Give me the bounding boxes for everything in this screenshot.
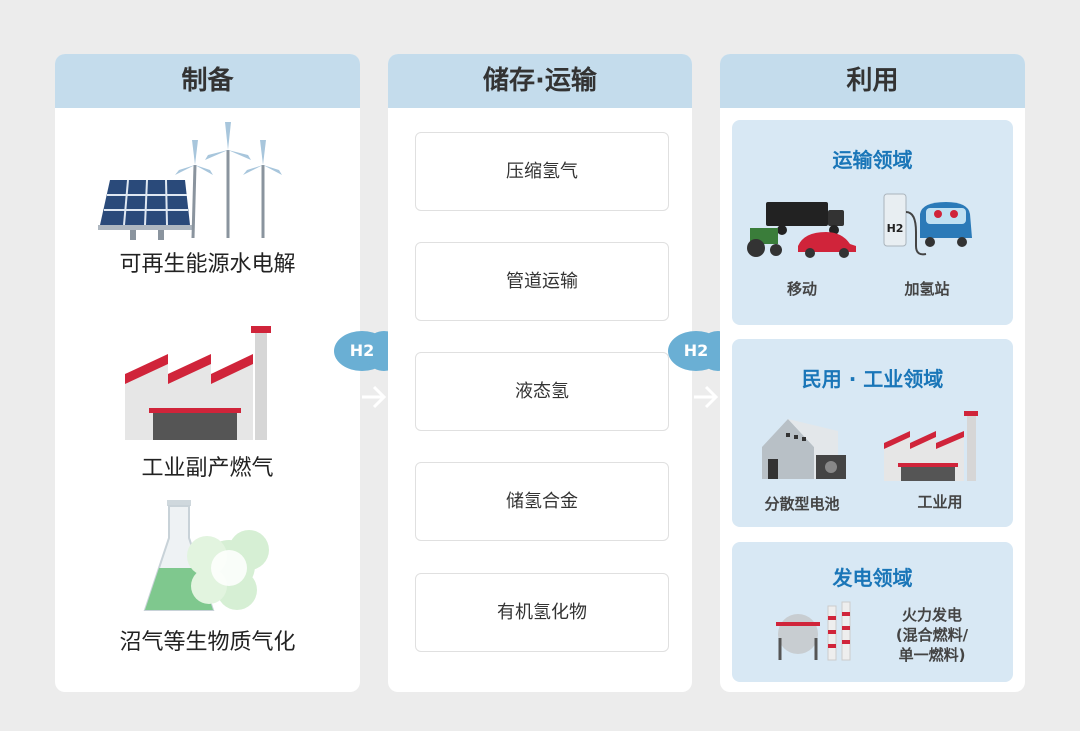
civil-item-label: 分散型电池 bbox=[764, 495, 840, 513]
storage-header: 储存·运输 bbox=[388, 54, 692, 108]
station-sign: H2 bbox=[887, 222, 904, 235]
solar-wind-icon bbox=[98, 122, 282, 240]
hydrogen-station-icon: H2 bbox=[883, 193, 972, 256]
arrow-right-icon bbox=[694, 385, 719, 409]
storage-item: 压缩氢气 bbox=[415, 132, 669, 211]
transport-item-label: 移动 bbox=[786, 280, 817, 298]
power-plant-icon bbox=[776, 601, 851, 661]
production-item-label: 可再生能源水电解 bbox=[119, 252, 296, 277]
utilization-column: 利用 运输领域 H2 移动 加氢站 民用 · 工业领域 bbox=[720, 54, 1025, 692]
storage-item: 储氢合金 bbox=[415, 462, 669, 541]
biomass-flask-icon bbox=[143, 500, 269, 611]
transport-item-label: 加氢站 bbox=[904, 280, 950, 298]
utilization-header: 利用 bbox=[720, 54, 1025, 108]
production-item-label: 沼气等生物质气化 bbox=[119, 630, 296, 655]
arrow-right-icon bbox=[362, 385, 387, 409]
fuel-cell-house-icon bbox=[762, 419, 846, 479]
transport-panel: 运输领域 H2 移动 加氢站 bbox=[732, 120, 1013, 325]
power-label-line2: (混合燃料/ bbox=[895, 626, 969, 644]
production-item-label: 工业副产燃气 bbox=[141, 456, 274, 481]
power-generation-title: 发电领域 bbox=[832, 566, 913, 590]
factory-icon bbox=[125, 326, 271, 440]
h2-label: H2 bbox=[349, 341, 375, 360]
storage-item: 有机氢化物 bbox=[415, 573, 669, 652]
factory-icon bbox=[884, 411, 978, 481]
power-label-line3: 单一燃料) bbox=[898, 646, 966, 664]
storage-column: 储存·运输 压缩氢气 管道运输 液态氢 储氢合金 有机氢化物 bbox=[388, 54, 692, 692]
power-generation-panel: 发电领域 火力发电 (混合燃料/ 单一燃料) bbox=[732, 542, 1013, 682]
production-column: 制备 可再生能源水电解 bbox=[55, 54, 360, 692]
civil-industrial-panel: 民用 · 工业领域 分散型电池 工业用 bbox=[732, 339, 1013, 527]
storage-item: 液态氢 bbox=[415, 352, 669, 431]
vehicles-icon bbox=[747, 202, 856, 258]
civil-item-label: 工业用 bbox=[917, 493, 963, 511]
transport-title: 运输领域 bbox=[832, 148, 913, 172]
h2-label: H2 bbox=[683, 341, 709, 360]
storage-item: 管道运输 bbox=[415, 242, 669, 321]
production-header: 制备 bbox=[55, 54, 360, 108]
civil-industrial-title: 民用 · 工业领域 bbox=[801, 367, 944, 391]
power-label-line1: 火力发电 bbox=[901, 606, 962, 624]
